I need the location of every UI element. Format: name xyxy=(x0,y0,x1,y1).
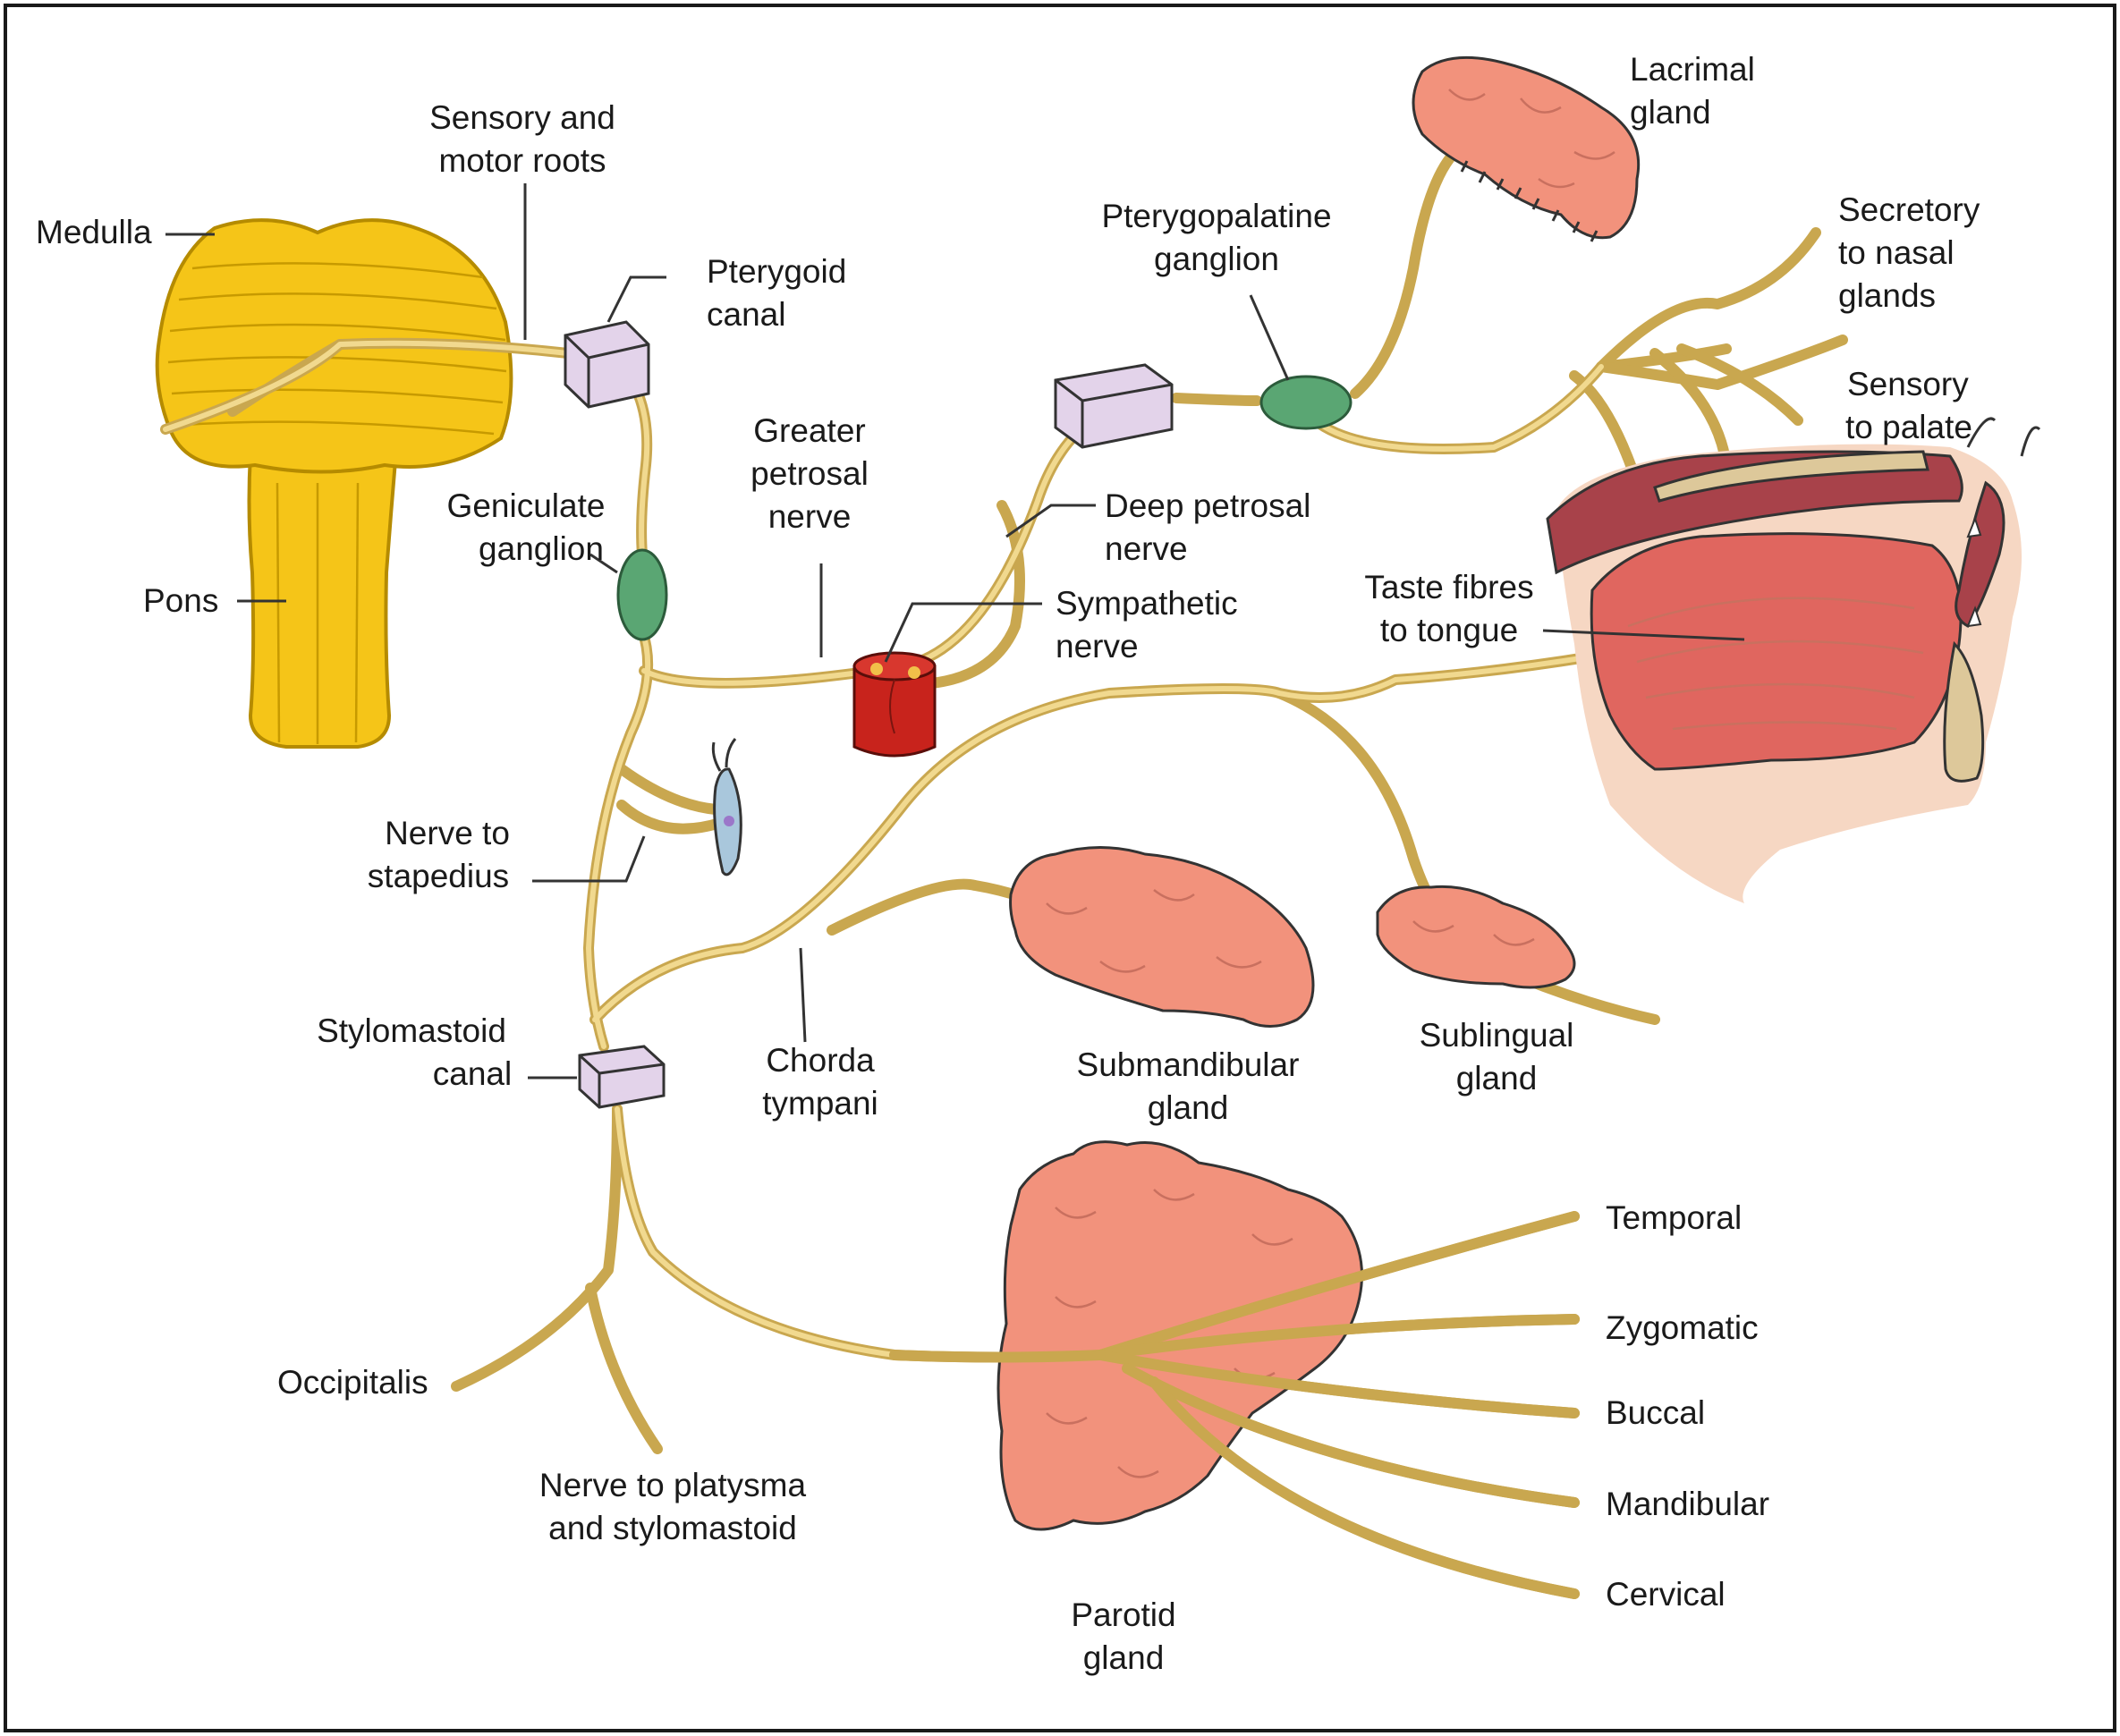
label-sympathetic-nerve-1: Sympathetic xyxy=(1056,585,1238,622)
label-medulla: Medulla xyxy=(36,214,152,250)
label-mandibular: Mandibular xyxy=(1606,1486,1769,1522)
label-occipitalis: Occipitalis xyxy=(277,1364,428,1401)
label-taste-fibres-1: Taste fibres xyxy=(1364,569,1533,605)
sublingual-gland-shape xyxy=(1376,885,1576,989)
label-stylomastoid-canal-1: Stylomastoid xyxy=(317,1012,506,1049)
label-pons: Pons xyxy=(143,582,218,619)
label-parotid-gland-2: gland xyxy=(1083,1639,1165,1676)
label-pterygopalatine-ganglion-1: Pterygopalatine xyxy=(1101,198,1331,234)
label-pterygopalatine-ganglion-2: ganglion xyxy=(1154,241,1279,277)
label-temporal: Temporal xyxy=(1606,1199,1742,1236)
pterygopalatine-canal-box xyxy=(1054,363,1174,449)
label-nerve-to-platysma-2: and stylomastoid xyxy=(548,1510,797,1546)
label-taste-fibres-2: to tongue xyxy=(1380,612,1518,648)
label-submandibular-gland-1: Submandibular xyxy=(1077,1046,1300,1083)
label-submandibular-gland-2: gland xyxy=(1148,1089,1229,1126)
label-chorda-tympani-2: tympani xyxy=(762,1085,878,1122)
label-stylomastoid-canal-2: canal xyxy=(433,1055,512,1092)
leader-lines xyxy=(165,183,1745,1080)
pons-shape xyxy=(247,428,401,749)
labels: Medulla Pons Sensory and motor roots Pte… xyxy=(36,51,1980,1676)
label-sensory-palate-2: to palate xyxy=(1845,409,1972,445)
sympathetic-cylinder xyxy=(852,651,937,758)
label-geniculate-ganglion-1: Geniculate xyxy=(447,487,606,524)
label-pterygoid-canal-2: canal xyxy=(707,296,785,333)
label-nerve-to-platysma-1: Nerve to platysma xyxy=(539,1467,807,1503)
mandible-shape xyxy=(1943,640,1985,783)
label-geniculate-ganglion-2: ganglion xyxy=(479,530,604,567)
label-sympathetic-nerve-2: nerve xyxy=(1056,628,1139,665)
lacrimal-gland-shape xyxy=(1412,55,1641,242)
label-greater-petrosal-1: Greater xyxy=(753,412,865,449)
label-lacrimal-gland-2: gland xyxy=(1630,94,1711,131)
tongue-shape xyxy=(1590,532,1963,771)
label-nerve-to-stapedius-1: Nerve to xyxy=(385,815,510,851)
palate-shape xyxy=(1546,450,1963,575)
label-pterygoid-canal-1: Pterygoid xyxy=(707,253,846,290)
label-deep-petrosal-2: nerve xyxy=(1105,530,1188,567)
label-deep-petrosal-1: Deep petrosal xyxy=(1105,487,1310,524)
label-sensory-motor-roots-1: Sensory and xyxy=(429,99,615,136)
label-zygomatic: Zygomatic xyxy=(1606,1309,1759,1346)
label-sensory-palate-1: Sensory xyxy=(1847,366,1969,402)
label-cervical: Cervical xyxy=(1606,1576,1726,1613)
stapedius-muscle xyxy=(711,738,742,876)
label-lacrimal-gland-1: Lacrimal xyxy=(1630,51,1755,88)
label-secretory-nasal-3: glands xyxy=(1838,277,1936,314)
label-parotid-gland-1: Parotid xyxy=(1071,1596,1175,1633)
label-sensory-motor-roots-2: motor roots xyxy=(438,142,606,179)
label-secretory-nasal-1: Secretory xyxy=(1838,191,1980,228)
pterygoid-canal-box xyxy=(564,320,650,409)
label-chorda-tympani-1: Chorda xyxy=(766,1042,875,1079)
label-greater-petrosal-2: petrosal xyxy=(750,455,869,492)
geniculate-ganglion-shape xyxy=(616,548,668,641)
submandibular-gland-shape xyxy=(1009,846,1315,1028)
label-sublingual-gland-1: Sublingual xyxy=(1420,1017,1574,1054)
label-buccal: Buccal xyxy=(1606,1394,1705,1431)
pterygopalatine-ganglion-shape xyxy=(1259,375,1353,430)
parotid-branches-overlay xyxy=(889,1211,1580,1599)
label-sublingual-gland-2: gland xyxy=(1456,1060,1538,1097)
label-greater-petrosal-3: nerve xyxy=(768,498,852,535)
stylomastoid-canal-box xyxy=(578,1045,666,1109)
head-cross-section xyxy=(1546,417,2041,904)
label-secretory-nasal-2: to nasal xyxy=(1838,234,1955,271)
label-nerve-to-stapedius-2: stapedius xyxy=(368,858,509,894)
